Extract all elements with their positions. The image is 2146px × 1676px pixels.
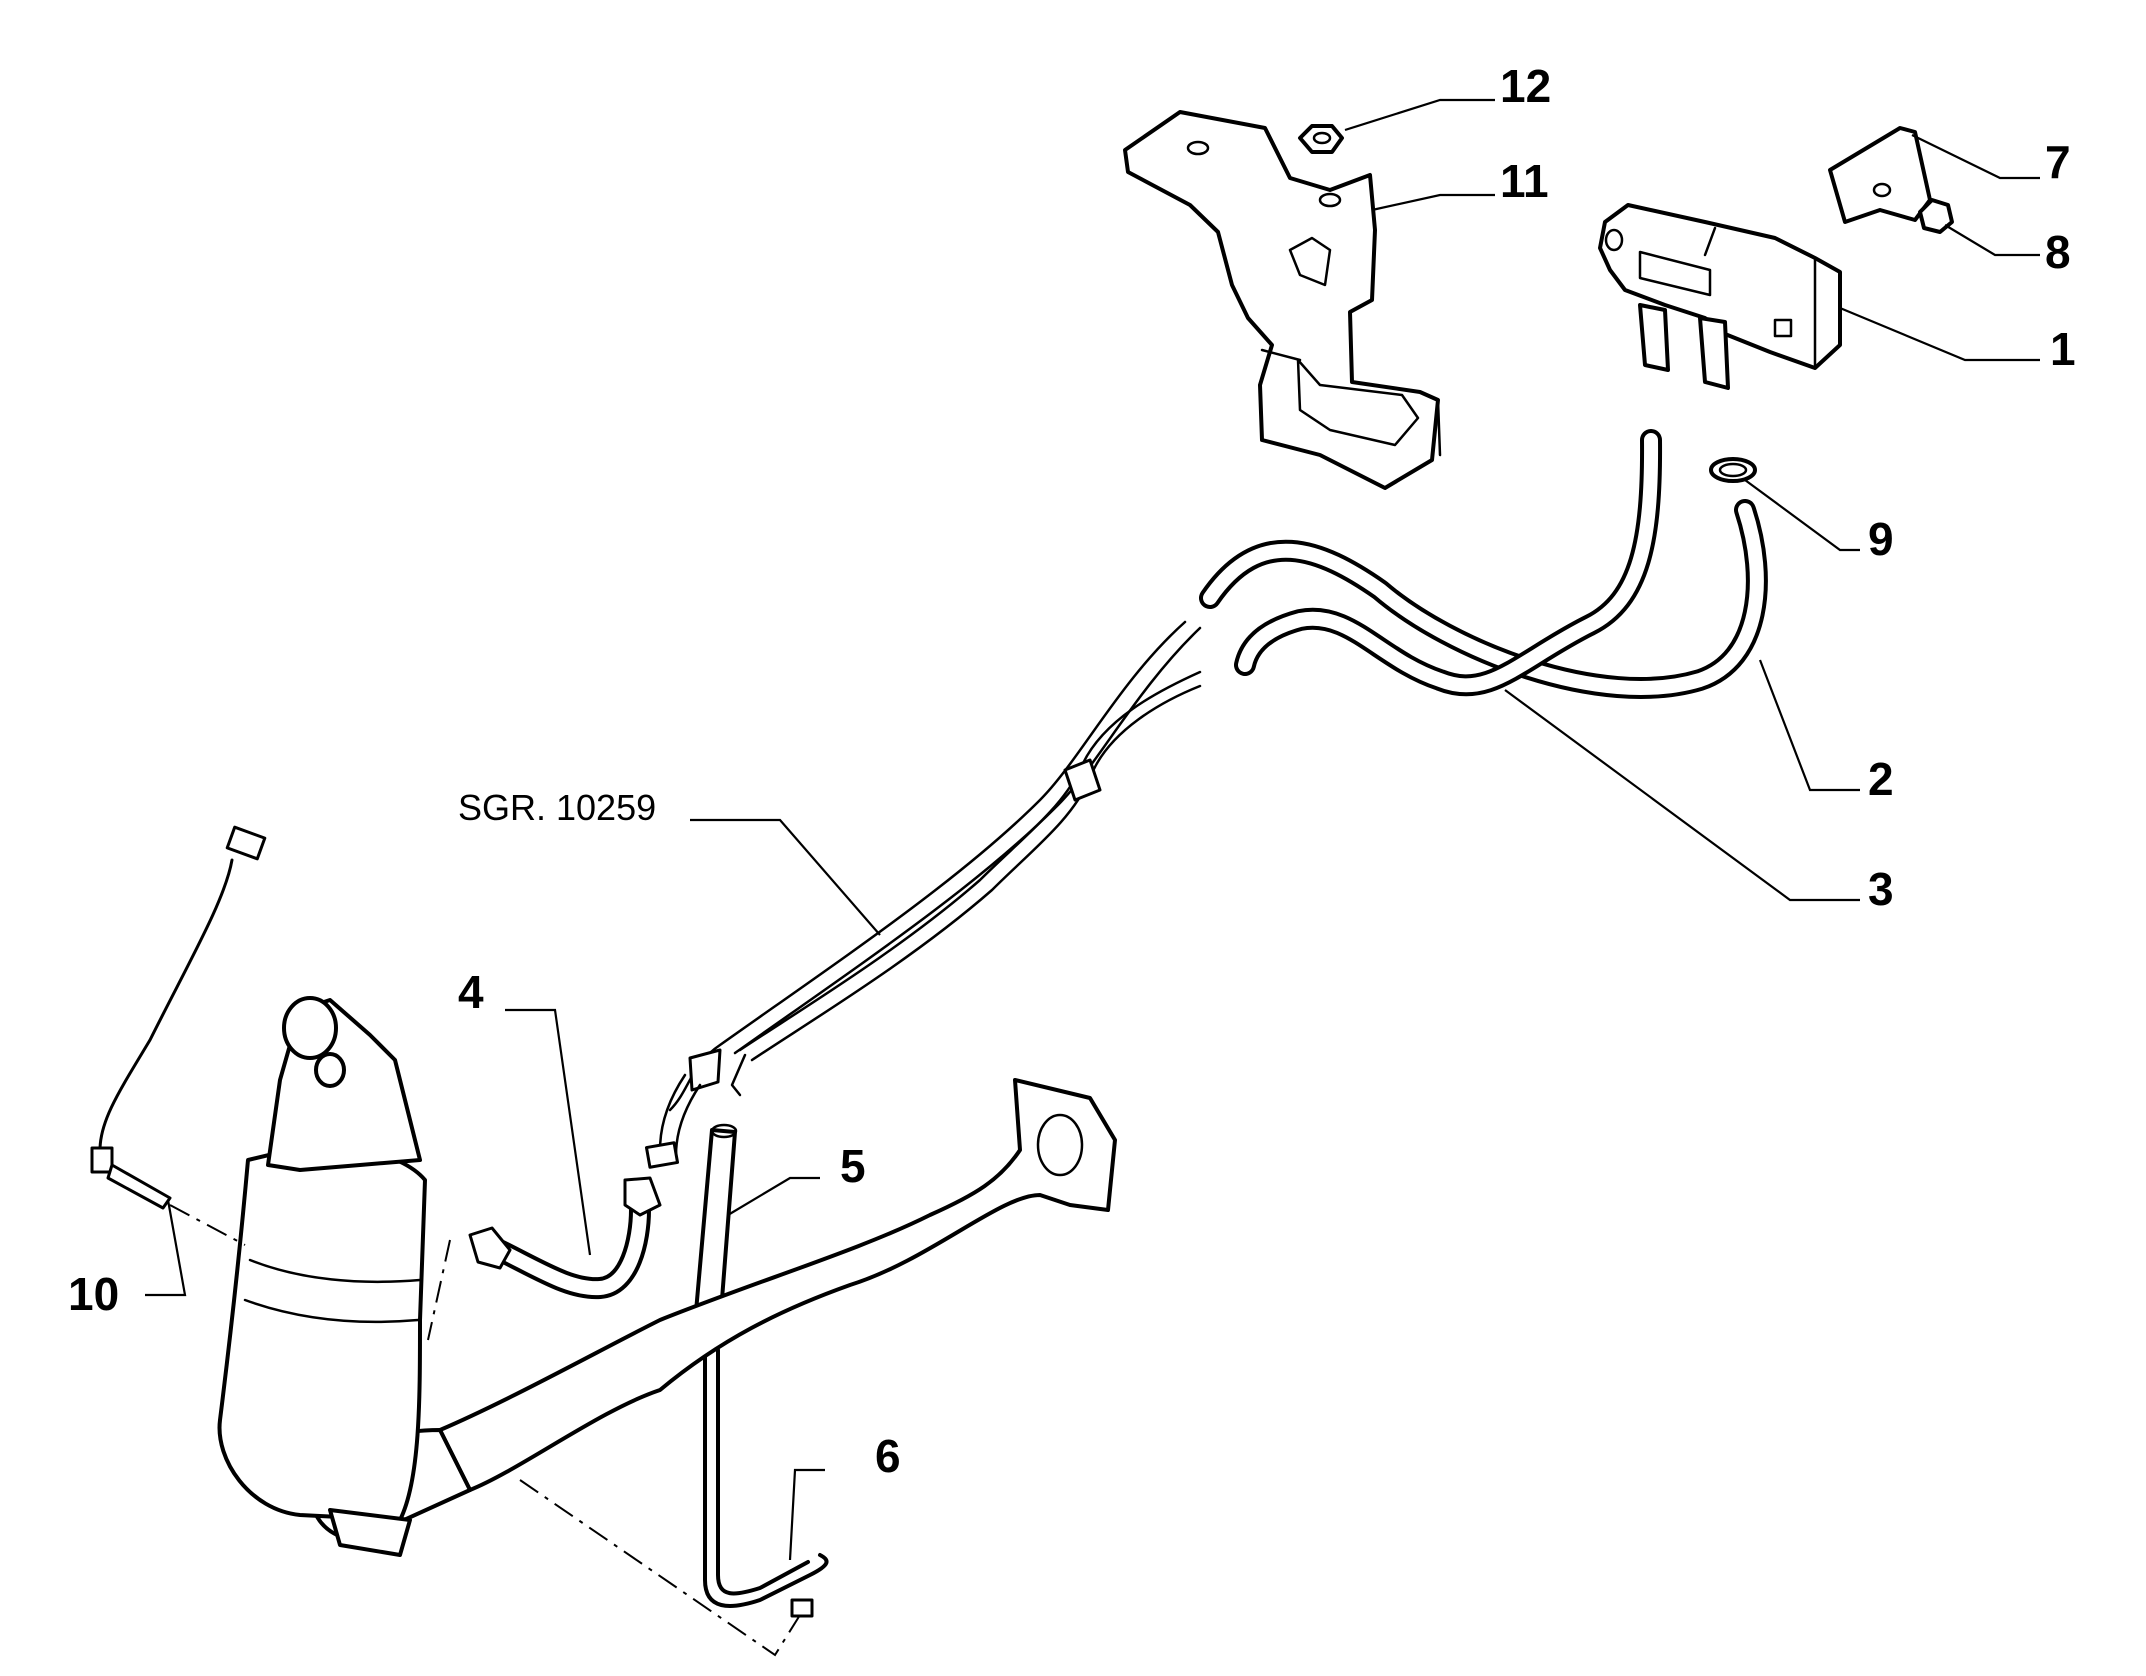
- part-6-tube: [703, 1348, 829, 1618]
- alignment-lines: [169, 1204, 801, 1657]
- part-2-hose: [1199, 499, 1768, 699]
- part-9-clamp: [1709, 457, 1757, 483]
- metal-tube-assembly: [644, 620, 1202, 1169]
- part-7-clip: [1828, 126, 1932, 224]
- callout-6: 6: [875, 1430, 901, 1482]
- callout-3: 3: [1868, 863, 1894, 915]
- callout-labels: 12 11 7 8 1 9 2 3 SGR. 10259 4 5 6 10: [68, 60, 2076, 1482]
- part-8-nut: [1918, 198, 1954, 234]
- part-12-nut: [1298, 124, 1344, 154]
- callout-9: 9: [1868, 513, 1894, 565]
- part-3-hose: [1234, 429, 1663, 697]
- callout-11: 11: [1500, 155, 1549, 207]
- leader-lines: [145, 98, 2040, 1561]
- callout-12: 12: [1500, 60, 1551, 112]
- callout-1: 1: [2050, 323, 2076, 375]
- callout-8: 8: [2045, 226, 2071, 278]
- reference-label: SGR. 10259: [458, 787, 656, 828]
- callout-2: 2: [1868, 753, 1894, 805]
- part-4-hose: [468, 1176, 662, 1300]
- callout-5: 5: [840, 1140, 866, 1192]
- part-1-pressure-sensor: [1598, 203, 1842, 390]
- callout-10: 10: [68, 1268, 119, 1320]
- catalytic-converter: [217, 996, 427, 1557]
- callout-4: 4: [458, 966, 484, 1018]
- callout-7: 7: [2045, 136, 2071, 188]
- part-10-sensor: [90, 825, 267, 1210]
- part-11-bracket: [1123, 110, 1442, 490]
